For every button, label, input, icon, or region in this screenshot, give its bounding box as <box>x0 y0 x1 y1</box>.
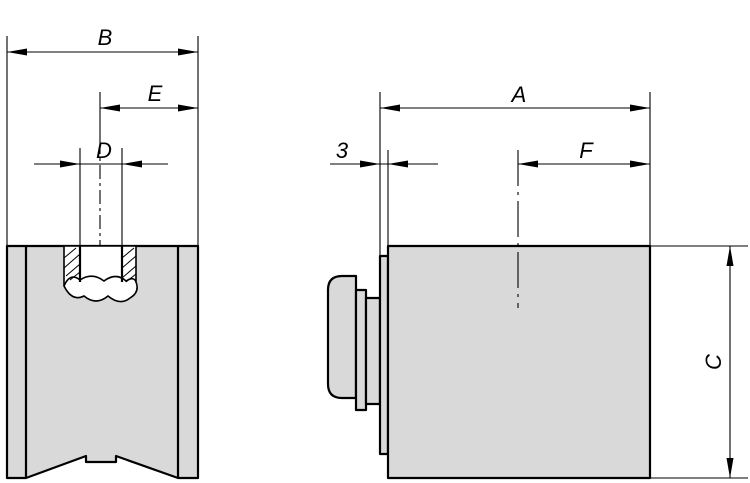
front-view: B E D <box>5 25 200 480</box>
dim-C-label: C <box>701 354 726 370</box>
side-view-knob <box>326 274 358 400</box>
dim-E-label: E <box>148 81 163 106</box>
side-view: A 3 F C <box>326 82 748 480</box>
side-view-body <box>386 244 652 480</box>
dim-D-label: D <box>96 138 112 163</box>
front-view-body <box>5 244 200 480</box>
side-view-ring <box>354 288 368 412</box>
dim-3-label: 3 <box>336 138 349 163</box>
threaded-hole <box>63 140 138 303</box>
dim-F-label: F <box>579 138 594 163</box>
dim-B-label: B <box>98 25 113 50</box>
side-view-flange <box>378 254 390 456</box>
dim-A-label: A <box>510 82 527 107</box>
side-view-neck <box>364 296 382 406</box>
